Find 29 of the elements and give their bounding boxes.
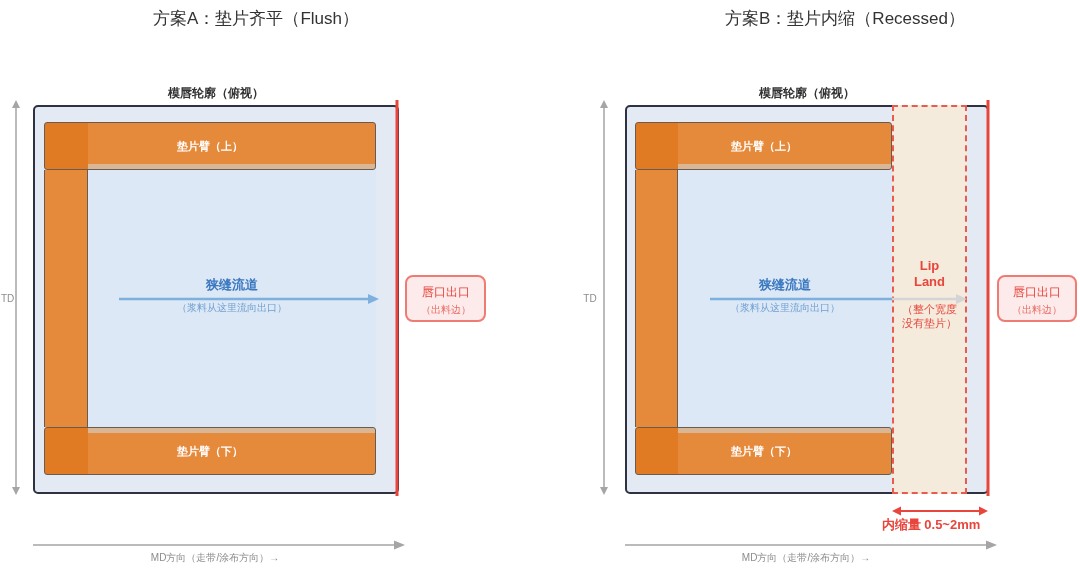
outlet-box xyxy=(997,275,1077,322)
dimension-label: 内缩量 0.5~2mm xyxy=(881,517,981,533)
axis-label: TD xyxy=(1,293,15,305)
panel-title: 方案B：垫片内缩（Recessed） xyxy=(725,8,965,30)
panel-heading: 模唇轮廓（俯视） xyxy=(168,85,264,101)
panel-heading: 模唇轮廓（俯视） xyxy=(759,85,855,101)
channel-note: （浆料从这里流向出口） xyxy=(177,302,287,314)
lip-land-note: （整个宽度没有垫片） xyxy=(901,302,958,330)
axis-label: TD xyxy=(583,293,597,305)
lip-land-zone xyxy=(892,105,967,494)
outlet-note: （出料边） xyxy=(1012,303,1062,317)
outlet-label: 唇口出口 xyxy=(421,284,470,300)
channel-label: 狭缝流道 xyxy=(206,277,258,293)
shim-back-bar xyxy=(635,170,678,427)
channel-note: （浆料从这里流向出口） xyxy=(730,302,840,314)
shim-arm: 垫片臂（下） xyxy=(44,427,376,475)
panel-title: 方案A：垫片齐平（Flush） xyxy=(153,8,359,30)
outlet-box xyxy=(405,275,486,322)
lip-land-label: Lip Land xyxy=(912,258,946,290)
channel-label: 狭缝流道 xyxy=(759,277,811,293)
axis-label: MD方向（走带/涂布方向）→ xyxy=(150,552,280,564)
shim-back-bar xyxy=(44,170,88,427)
shim-arm: 垫片臂（下） xyxy=(635,427,892,475)
shim-arm: 垫片臂（上） xyxy=(635,122,892,170)
outlet-label: 唇口出口 xyxy=(1013,284,1061,300)
axis-label: MD方向（走带/涂布方向）→ xyxy=(741,552,871,564)
shim-arm: 垫片臂（上） xyxy=(44,122,376,170)
flow-channel xyxy=(678,170,892,427)
outlet-note: （出料边） xyxy=(420,303,471,317)
